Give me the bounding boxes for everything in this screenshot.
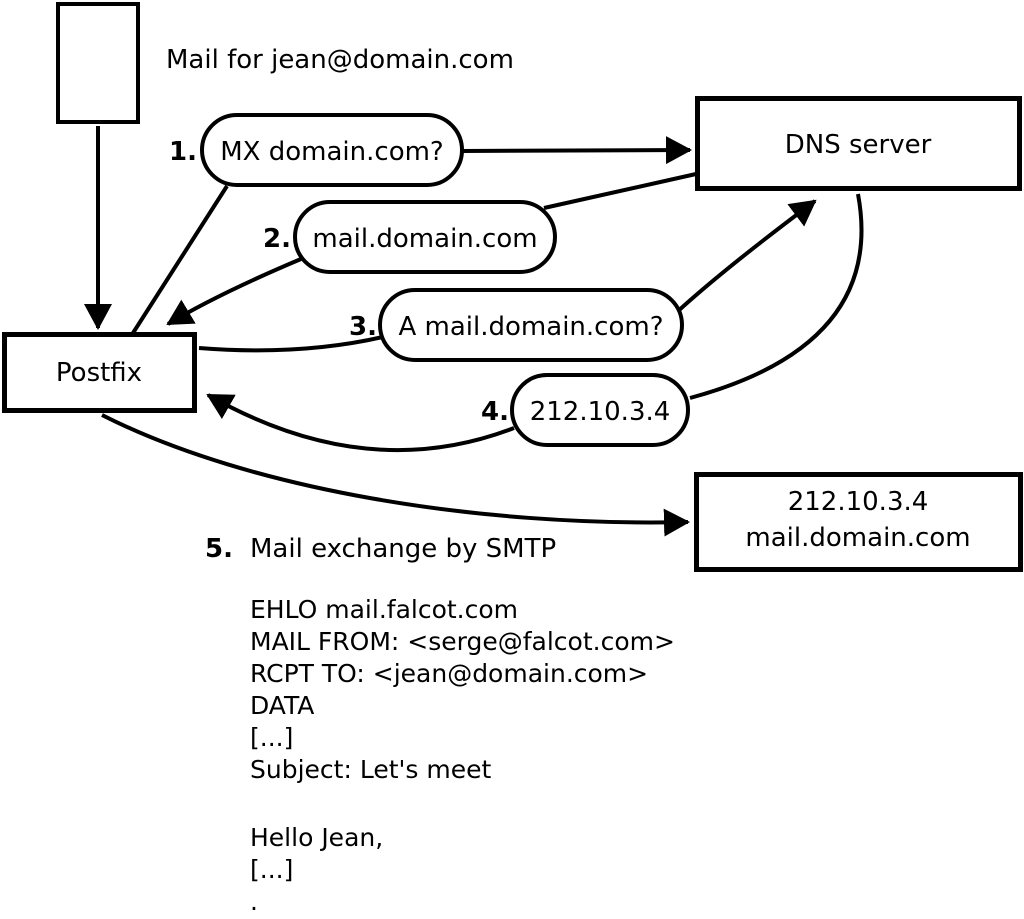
line-postfix-to-a-query (198, 335, 384, 353)
smtp-line-rcpt-to: RCPT TO: <jean@domain.com> (250, 659, 648, 688)
step-4-number: 4. (481, 397, 509, 427)
step-2-number: 2. (263, 224, 291, 254)
smtp-line-ellipsis-1: [...] (250, 723, 293, 752)
arrow-postfix-to-mail-server (101, 413, 690, 537)
step-1-number: 1. (169, 137, 197, 167)
mail-server-node (694, 472, 1023, 572)
mail-server-ip-label: 212.10.3.4 (788, 487, 929, 517)
mx-query-pill (200, 113, 464, 187)
dns-server-node (695, 96, 1022, 191)
step-5-number: 5. (205, 534, 233, 564)
step-2-label: mail.domain.com (312, 224, 537, 254)
a-query-pill (378, 288, 684, 362)
step-4-label: 212.10.3.4 (530, 397, 671, 427)
arrow-a-query-to-dns (675, 199, 817, 314)
smtp-line-ellipsis-2: [...] (250, 855, 293, 884)
line-postfix-to-mx-query (131, 184, 229, 335)
line-dns-to-mx-answer (543, 172, 697, 210)
smtp-line-data: DATA (250, 691, 314, 720)
arrow-a-answer-to-postfix (206, 393, 515, 453)
smtp-line-ehlo: EHLO mail.falcot.com (250, 595, 518, 624)
step-1-label: MX domain.com? (220, 137, 443, 167)
mail-message-icon (56, 2, 140, 124)
step-3-number: 3. (349, 312, 377, 342)
step-3-label: A mail.domain.com? (399, 312, 664, 342)
smtp-line-subject: Subject: Let's meet (250, 755, 491, 784)
note-mail-for: Mail for jean@domain.com (166, 45, 514, 75)
postfix-label: Postfix (56, 358, 142, 388)
a-answer-pill (510, 373, 690, 447)
postfix-node (2, 332, 197, 413)
mx-answer-pill (293, 200, 557, 274)
smtp-line-hello: Hello Jean, (250, 823, 383, 852)
step-5-label: Mail exchange by SMTP (250, 534, 556, 564)
smtp-line-mail-from: MAIL FROM: <serge@falcot.com> (250, 627, 675, 656)
line-dns-to-a-answer (689, 193, 864, 400)
mail-server-host-label: mail.domain.com (745, 523, 970, 553)
dns-server-label: DNS server (785, 130, 932, 160)
smtp-line-end-dot: . (250, 887, 258, 916)
arrow-mx-answer-to-postfix (166, 257, 302, 326)
arrow-mx-query-to-dns (461, 136, 692, 165)
